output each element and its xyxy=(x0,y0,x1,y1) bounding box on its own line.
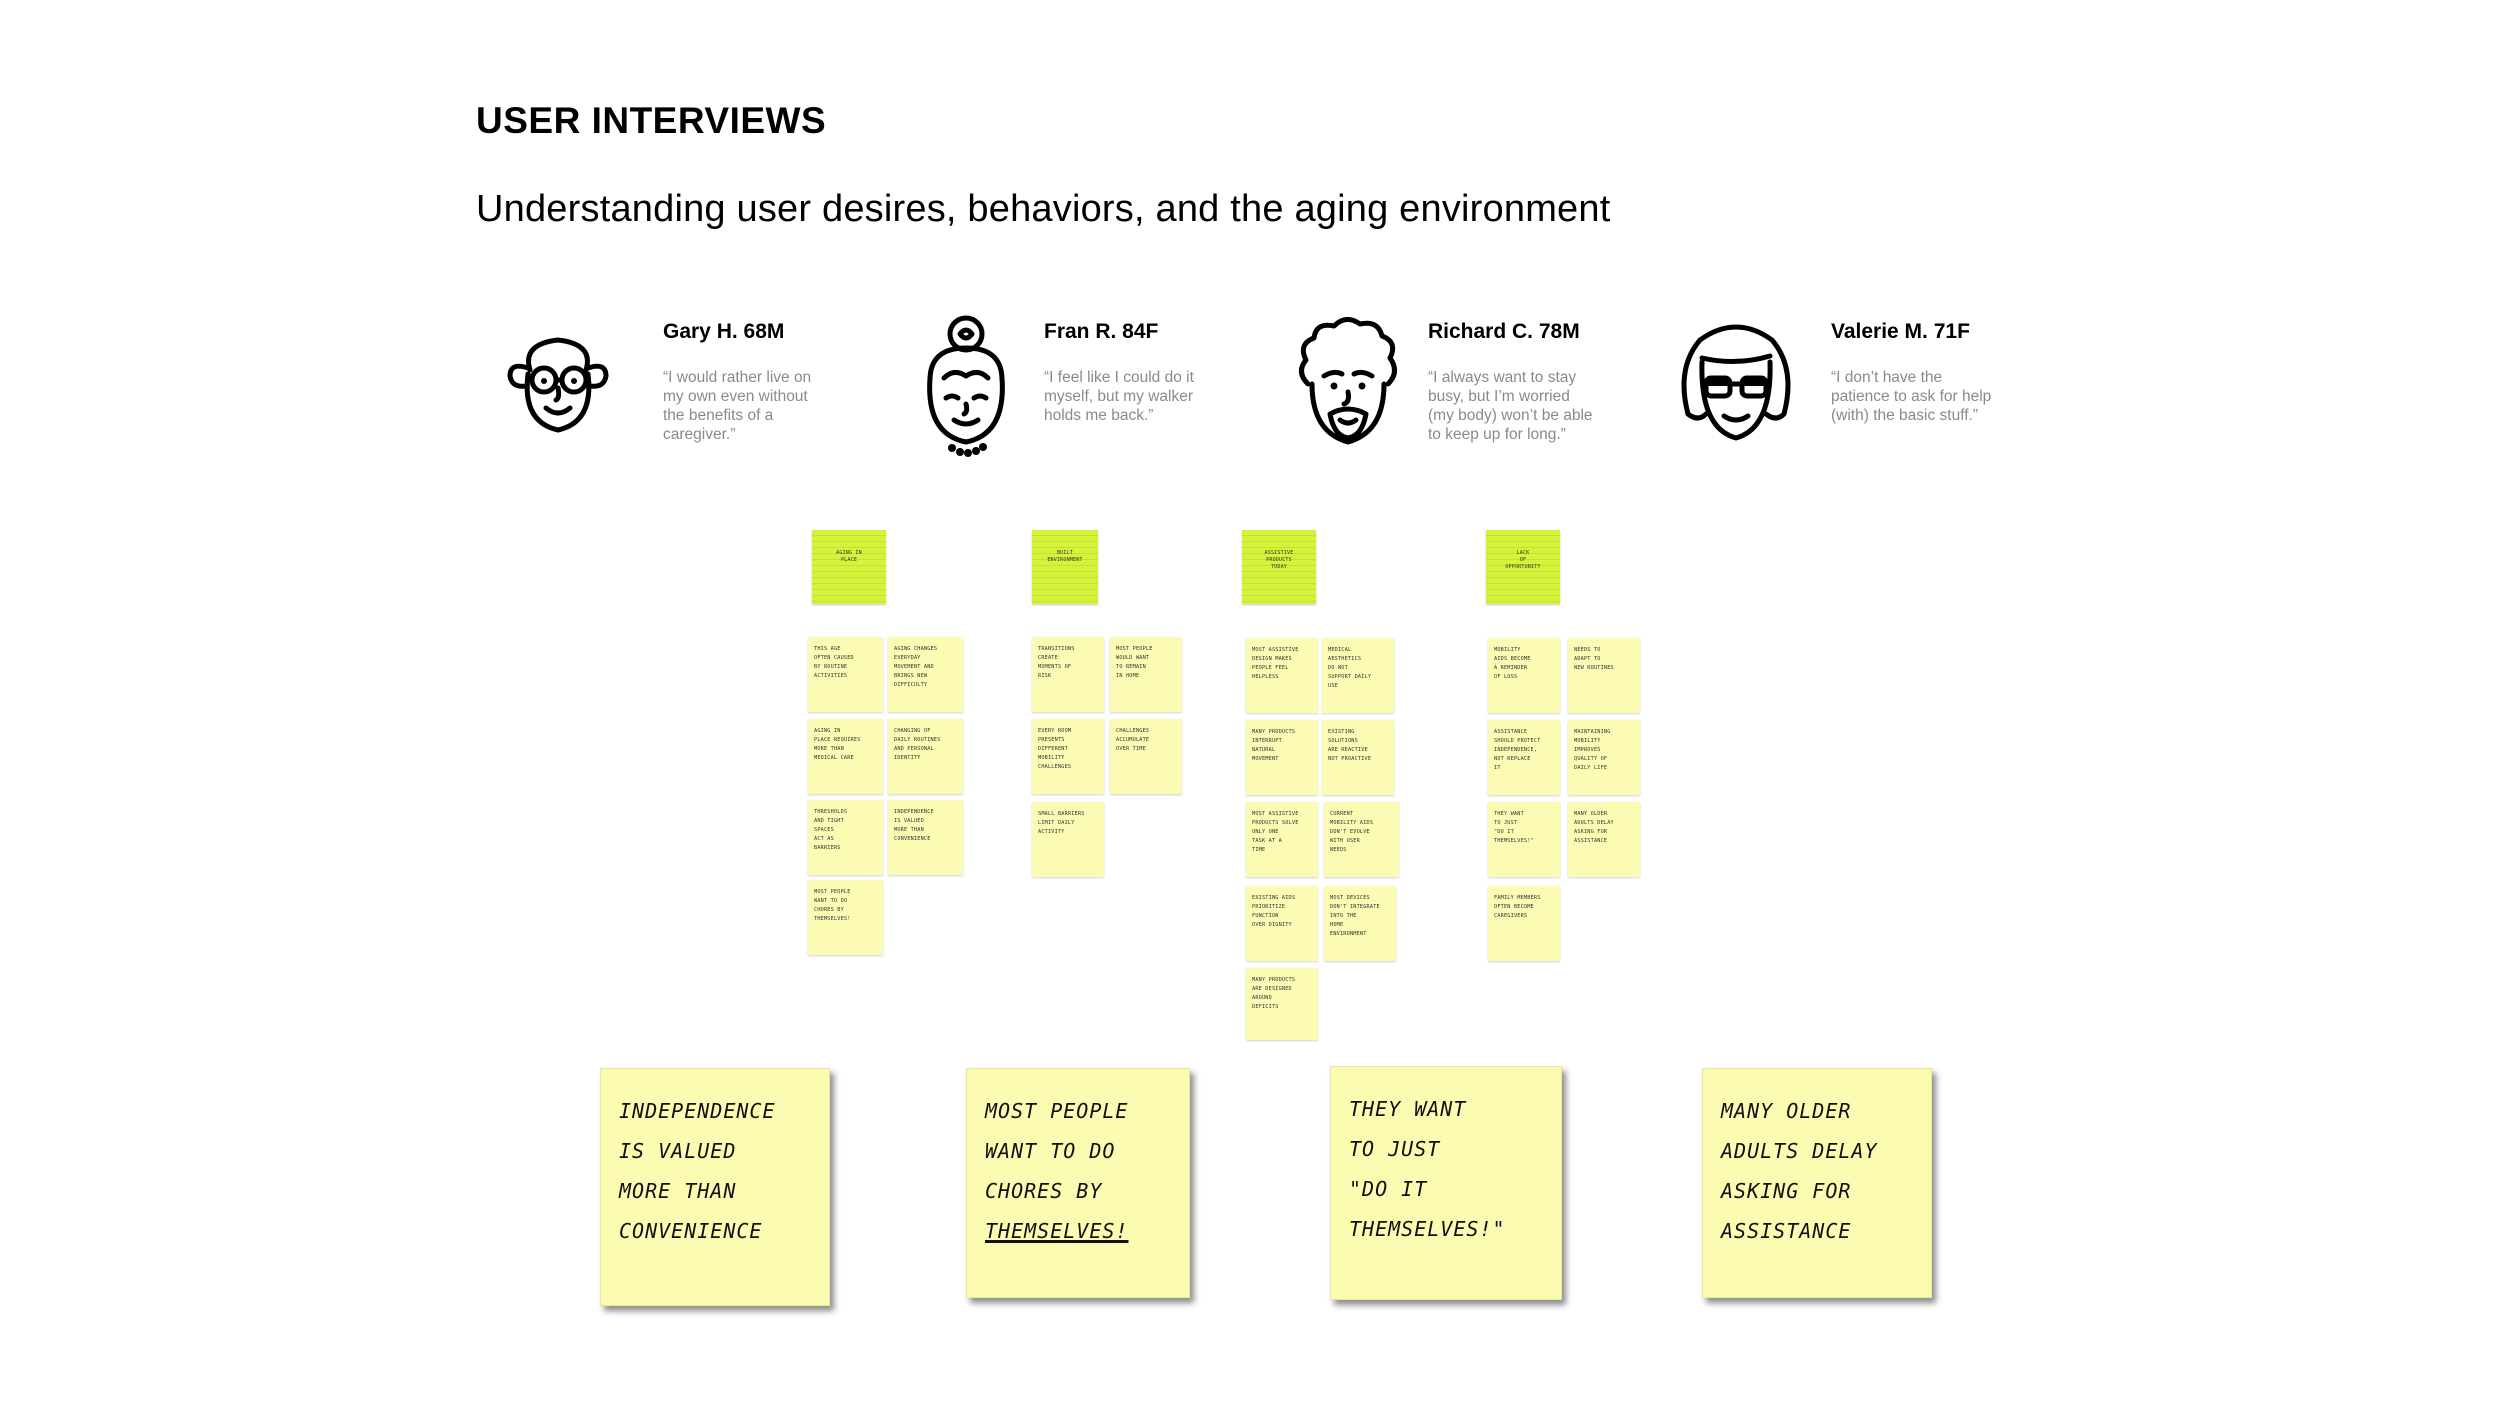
persona-quote: “I don’t have the patience to ask for he… xyxy=(1831,369,1992,424)
persona-quote: “I always want to stay busy, but I’m wor… xyxy=(1428,369,1593,443)
persona-quote: “I would rather live on my own even with… xyxy=(663,369,812,443)
sticky-note: ASSISTANCE SHOULD PROTECT INDEPENDENCE, … xyxy=(1488,720,1560,795)
sticky-note: MOST PEOPLE WOULD WANT TO REMAIN IN HOME xyxy=(1110,637,1182,712)
sticky-note: TRANSITIONS CREATE MOMENTS OF RISK xyxy=(1032,637,1104,712)
sticky-note: CHALLENGES ACCUMULATE OVER TIME xyxy=(1110,719,1182,794)
category-header-note: AGING IN PLACE xyxy=(812,530,886,604)
sticky-note: CURRENT MOBILITY AIDS DON'T EVOLVE WITH … xyxy=(1324,802,1399,877)
category-header-note: BUILT ENVIRONMENT xyxy=(1032,530,1098,604)
sticky-note: MOST PEOPLE WANT TO DO CHORES BY THEMSEL… xyxy=(808,880,883,955)
sticky-note: MANY OLDER ADULTS DELAY ASKING FOR ASSIS… xyxy=(1568,802,1640,877)
persona-name: Valerie M. 71F xyxy=(1831,320,1970,343)
sticky-note: MOBILITY AIDS BECOME A REMINDER OF LOSS xyxy=(1488,638,1560,713)
page-subtitle: Understanding user desires, behaviors, a… xyxy=(476,188,1611,230)
sticky-note: THIS AGE OFTEN CAUSED BY ROUTINE ACTIVIT… xyxy=(808,637,883,712)
category-header-note: LACK OF OPPORTUNITY xyxy=(1486,530,1560,604)
insight-underlined-word: THEMSELVES! xyxy=(985,1219,1129,1243)
sticky-note: AGING CHANGES EVERYDAY MOVEMENT AND BRIN… xyxy=(888,637,963,712)
sticky-note: SMALL BARRIERS LIMIT DAILY ACTIVITY xyxy=(1032,802,1104,877)
sticky-note: EVERY ROOM PRESENTS DIFFERENT MOBILITY C… xyxy=(1032,719,1104,794)
insight-note: THEY WANT TO JUST "DO IT THEMSELVES!" xyxy=(1330,1066,1562,1300)
insight-note: MOST PEOPLE WANT TO DO CHORES BY THEMSEL… xyxy=(966,1068,1190,1298)
sticky-note: MAINTAINING MOBILITY IMPROVES QUALITY OF… xyxy=(1568,720,1640,795)
category-header-note: ASSISTIVE PRODUCTS TODAY xyxy=(1242,530,1316,604)
sticky-note: AGING IN PLACE REQUIRES MORE THAN MEDICA… xyxy=(808,719,883,794)
persona-name: Fran R. 84F xyxy=(1044,320,1159,343)
persona-name: Gary H. 68M xyxy=(663,320,785,343)
sticky-note: EXISTING SOLUTIONS ARE REACTIVE NOT PROA… xyxy=(1322,720,1394,795)
sticky-note: THEY WANT TO JUST "DO IT THEMSELVES!" xyxy=(1488,802,1560,877)
sticky-note: MEDICAL AESTHETICS DO NOT SUPPORT DAILY … xyxy=(1322,638,1394,713)
elderly-man-glasses-icon xyxy=(500,322,616,443)
sticky-note: EXISTING AIDS PRIORITIZE FUNCTION OVER D… xyxy=(1246,886,1318,961)
elderly-woman-bun-icon xyxy=(908,312,1024,467)
sticky-note: THRESHOLDS AND TIGHT SPACES ACT AS BARRI… xyxy=(808,800,883,875)
sticky-note: MOST DEVICES DON'T INTEGRATE INTO THE HO… xyxy=(1324,886,1396,961)
elderly-woman-glasses-icon xyxy=(1676,318,1796,453)
sticky-note: INDEPENDENCE IS VALUED MORE THAN CONVENI… xyxy=(888,800,963,875)
persona-quote: “I feel like I could do it myself, but m… xyxy=(1044,369,1194,424)
sticky-note: NEEDS TO ADAPT TO NEW ROUTINES xyxy=(1568,638,1640,713)
insight-note: MANY OLDER ADULTS DELAY ASKING FOR ASSIS… xyxy=(1702,1068,1932,1298)
sticky-note: CHANGING OF DAILY ROUTINES AND PERSONAL … xyxy=(888,719,963,794)
sticky-note: MOST ASSISTIVE DESIGN MAKES PEOPLE FEEL … xyxy=(1246,638,1318,713)
sticky-note: MOST ASSISTIVE PRODUCTS SOLVE ONLY ONE T… xyxy=(1246,802,1318,877)
sticky-note: FAMILY MEMBERS OFTEN BECOME CAREGIVERS xyxy=(1488,886,1560,961)
elderly-man-curly-hair-icon xyxy=(1290,314,1406,459)
sticky-note: MANY PRODUCTS ARE DESIGNED AROUND DEFICI… xyxy=(1246,968,1318,1040)
insight-note: INDEPENDENCE IS VALUED MORE THAN CONVENI… xyxy=(600,1068,830,1306)
persona-name: Richard C. 78M xyxy=(1428,320,1580,343)
sticky-note: MANY PRODUCTS INTERRUPT NATURAL MOVEMENT xyxy=(1246,720,1318,795)
page-title: USER INTERVIEWS xyxy=(476,100,827,141)
